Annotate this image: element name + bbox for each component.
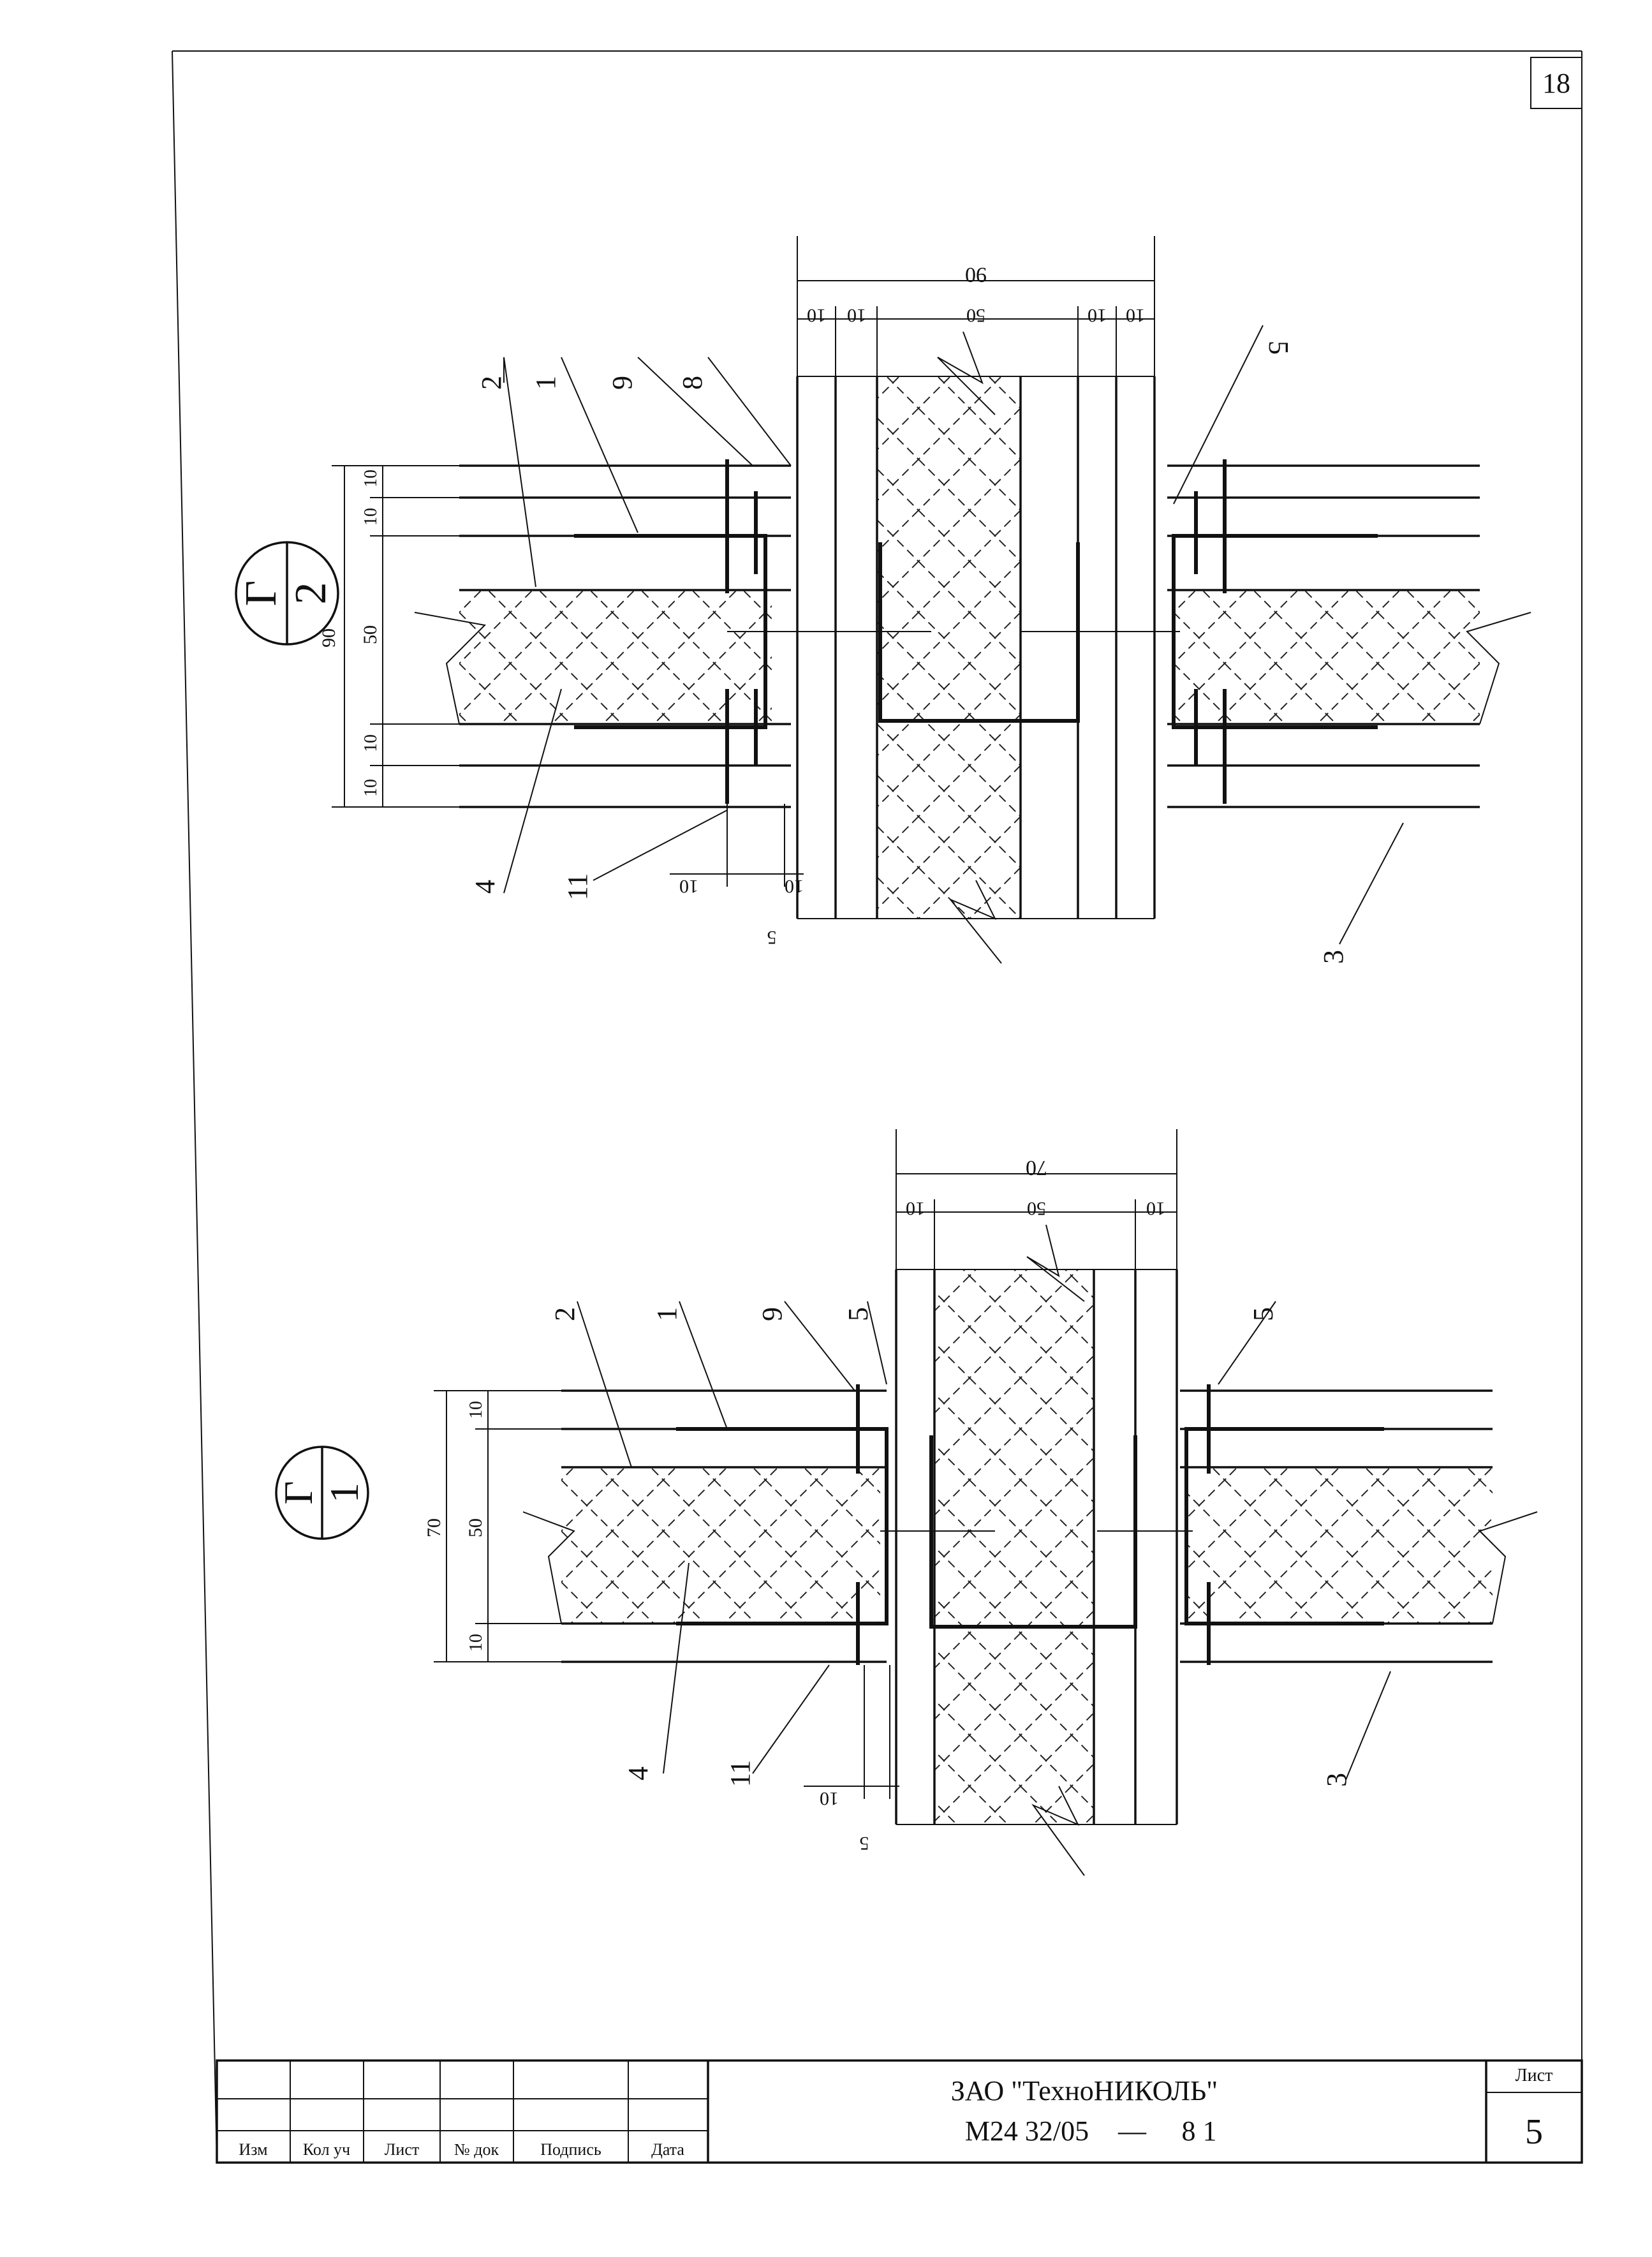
dimensions-top-g2: 90 10 10 50 10 10	[797, 236, 1155, 376]
svg-text:5: 5	[1263, 341, 1294, 355]
svg-text:11: 11	[562, 873, 593, 900]
leaders-g1: 2 1 9 5 5 4 11 3	[549, 1301, 1391, 1787]
svg-text:Г: Г	[237, 581, 286, 606]
svg-text:1: 1	[530, 376, 561, 390]
page-number: 18	[1542, 68, 1570, 99]
svg-text:10: 10	[466, 1634, 486, 1652]
sheet-label: Лист	[1516, 2066, 1553, 2085]
svg-text:3: 3	[1318, 950, 1349, 964]
svg-text:9: 9	[607, 376, 638, 390]
svg-text:10: 10	[361, 470, 381, 487]
screws-g2	[725, 459, 1227, 804]
svg-text:10: 10	[466, 1401, 486, 1419]
svg-text:10: 10	[1146, 1198, 1165, 1219]
dimensions-left-g2: 90 10 10 50 10 10	[318, 465, 459, 808]
svg-text:10: 10	[847, 305, 866, 326]
svg-text:10: 10	[906, 1198, 925, 1219]
svg-text:5: 5	[843, 1307, 874, 1321]
svg-text:50: 50	[465, 1518, 486, 1537]
svg-text:50: 50	[360, 625, 381, 644]
vertical-wall-panel	[796, 331, 1156, 964]
right-floor-panel-g1	[1097, 1389, 1538, 1663]
detail-marker-g1: Г 1	[275, 1446, 369, 1540]
svg-text:2: 2	[286, 582, 336, 605]
dimensions-left-g1: 70 10 50 10	[424, 1390, 561, 1662]
svg-text:70: 70	[1026, 1156, 1047, 1180]
dimensions-bottom-g2: 10 10 5	[670, 804, 804, 948]
svg-text:50: 50	[1027, 1198, 1046, 1219]
page-number-box: 18	[1530, 57, 1582, 109]
svg-text:10: 10	[807, 305, 826, 326]
svg-text:8: 8	[677, 376, 708, 390]
left-floor-panel-g1	[522, 1389, 995, 1663]
svg-text:10: 10	[361, 779, 381, 797]
dimensions-top-g1: 70 10 50 10	[896, 1129, 1177, 1269]
header-kol-uch: Кол уч	[303, 2140, 350, 2159]
title-block: Изм Кол уч Лист № док Подпись Дата ЗАО "…	[216, 2059, 1583, 2164]
svg-text:4: 4	[469, 880, 501, 894]
screws-g1	[856, 1384, 1211, 1665]
svg-text:11: 11	[725, 1760, 756, 1787]
svg-text:10: 10	[361, 734, 381, 752]
series-number: 8 1	[1182, 2115, 1217, 2147]
svg-text:90: 90	[318, 628, 339, 648]
vertical-wall-panel-g1	[895, 1224, 1178, 1876]
svg-text:10: 10	[1088, 305, 1107, 326]
svg-text:50: 50	[966, 305, 985, 326]
svg-text:4: 4	[623, 1766, 654, 1780]
header-izm: Изм	[239, 2140, 267, 2159]
right-floor-panel	[1021, 464, 1531, 808]
left-floor-panel	[414, 464, 931, 808]
dimensions-bottom-g1: 10 5	[804, 1665, 899, 1854]
header-list: Лист	[385, 2140, 419, 2159]
svg-text:10: 10	[785, 876, 804, 897]
leaders-g2: 2 1 9 8 5 4 11 3	[469, 325, 1404, 964]
svg-text:9: 9	[756, 1307, 788, 1321]
detail-marker-g2: Г 2	[235, 541, 339, 646]
svg-text:1: 1	[651, 1307, 682, 1321]
svg-text:2: 2	[549, 1307, 580, 1321]
svg-text:1: 1	[321, 1483, 367, 1503]
header-data: Дата	[651, 2140, 684, 2159]
svg-text:10: 10	[820, 1788, 839, 1809]
svg-text:10: 10	[679, 876, 698, 897]
svg-text:3: 3	[1321, 1773, 1352, 1787]
svg-text:5: 5	[767, 927, 777, 948]
header-podpis: Подпись	[540, 2140, 601, 2159]
detail-g2: Г 2	[235, 236, 1531, 964]
detail-g1: Г 1	[275, 1129, 1538, 1876]
svg-text:5: 5	[1248, 1307, 1279, 1321]
svg-text:90: 90	[965, 263, 987, 286]
svg-text:Г: Г	[276, 1481, 321, 1505]
sheet-number: 5	[1525, 2112, 1543, 2152]
header-n-dok: № док	[454, 2140, 499, 2159]
document-code: М24 32/05	[965, 2115, 1089, 2147]
svg-text:10: 10	[1126, 305, 1145, 326]
code-dash: —	[1117, 2115, 1147, 2147]
company-name: ЗАО "ТехноНИКОЛЬ"	[951, 2075, 1218, 2106]
svg-text:10: 10	[361, 508, 381, 526]
svg-text:5: 5	[860, 1833, 869, 1854]
svg-text:2: 2	[476, 376, 507, 390]
svg-text:70: 70	[424, 1518, 445, 1537]
